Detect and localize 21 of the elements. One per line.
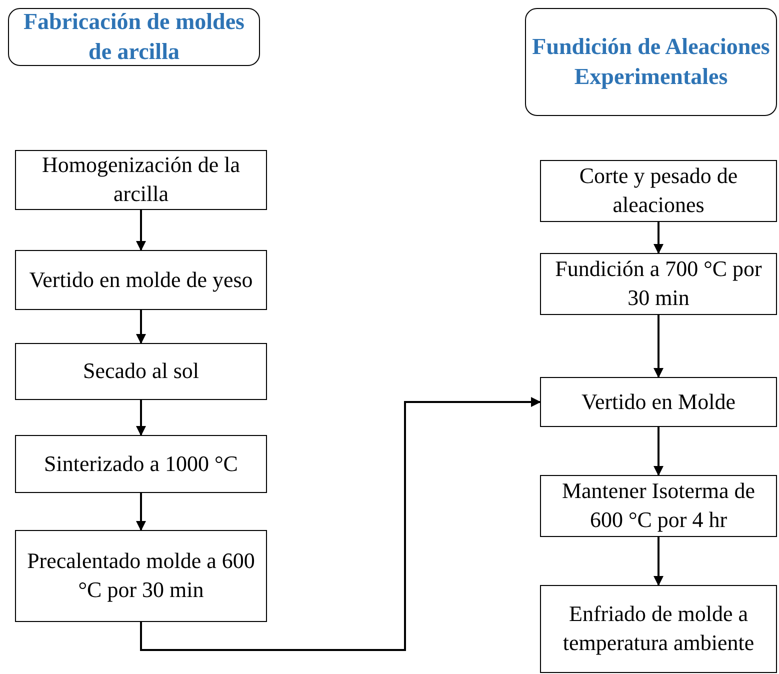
process-box: Mantener Isoterma de 600 °C por 4 hr <box>540 475 777 537</box>
arrow <box>136 310 146 344</box>
arrow <box>654 222 664 254</box>
process-box: Fundición a 700 °C por 30 min <box>540 253 777 315</box>
process-box: Vertido en Molde <box>540 377 777 427</box>
section-header: Fundición de Aleaciones Experimentales <box>525 8 777 116</box>
process-box: Corte y pesado de aleaciones <box>540 160 777 222</box>
process-box: Homogenización de la arcilla <box>15 150 267 210</box>
process-box: Sinterizado a 1000 °C <box>15 435 267 493</box>
process-box: Secado al sol <box>15 343 267 400</box>
process-box: Vertido en molde de yeso <box>15 250 267 310</box>
arrow <box>654 315 664 378</box>
process-box: Precalentado molde a 600 °C por 30 min <box>15 530 267 622</box>
section-header: Fabricación de moldes de arcilla <box>8 8 260 66</box>
arrow <box>136 493 146 531</box>
arrow <box>654 537 664 586</box>
process-box: Enfriado de molde a temperatura ambiente <box>540 585 777 673</box>
arrow <box>140 397 541 651</box>
arrow <box>136 400 146 436</box>
arrow <box>654 427 664 476</box>
arrow <box>136 210 146 251</box>
